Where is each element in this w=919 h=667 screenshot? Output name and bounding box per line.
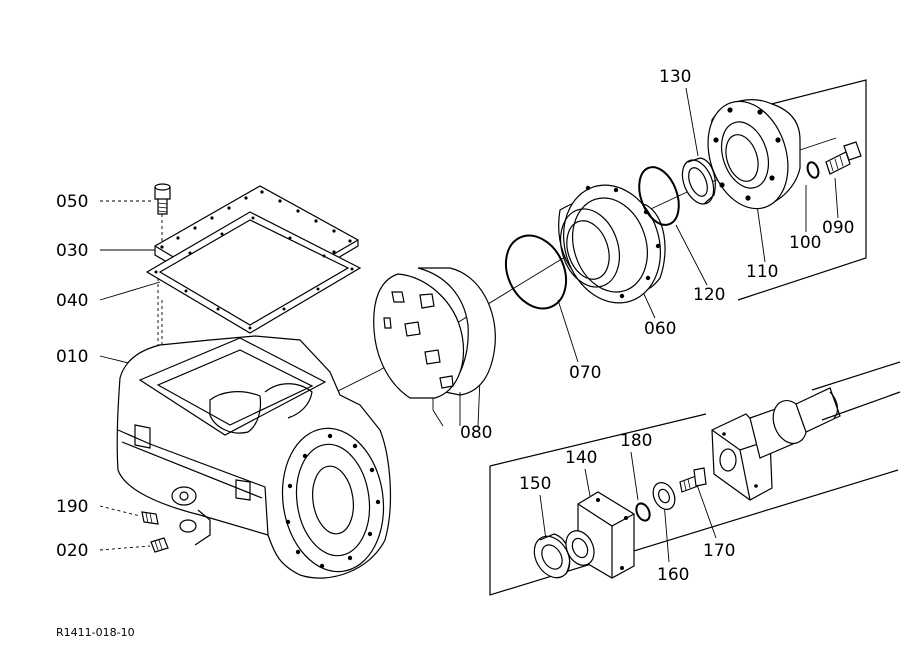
part-label-110: 110 (746, 262, 778, 282)
part-label-050: 050 (56, 192, 88, 212)
flange-110 (707, 99, 801, 210)
housing-flange-holes (285, 433, 381, 569)
drive-shaft-assembly (711, 361, 901, 501)
part-label-120: 120 (693, 285, 725, 305)
part-label-140: 140 (565, 448, 597, 468)
part-label-030: 030 (56, 241, 88, 261)
part-label-090: 090 (822, 218, 854, 238)
seal-130 (681, 157, 716, 205)
part-label-070: 070 (569, 363, 601, 383)
part-label-040: 040 (56, 291, 88, 311)
washer-100 (806, 161, 820, 179)
plug-020 (150, 537, 169, 553)
plug-190 (141, 511, 159, 525)
part-label-130: 130 (659, 67, 691, 87)
part-label-170: 170 (703, 541, 735, 561)
seal-160 (652, 482, 676, 510)
part-label-010: 010 (56, 347, 88, 367)
o-ring-180 (635, 502, 651, 522)
output-group-frame (489, 413, 899, 596)
o-ring-120 (638, 166, 680, 226)
part-label-150: 150 (519, 474, 551, 494)
part-label-160: 160 (657, 565, 689, 585)
bolt-170 (679, 467, 707, 493)
axle-group-frame (737, 79, 867, 301)
output-housing-140 (565, 491, 635, 579)
part-label-080: 080 (460, 423, 492, 443)
gasket-040 (145, 211, 362, 392)
part-label-100: 100 (789, 233, 821, 253)
seal-150 (533, 533, 571, 579)
part-label-060: 060 (644, 319, 676, 339)
part-label-190: 190 (56, 497, 88, 517)
housing-010 (116, 335, 392, 579)
o-ring-070 (504, 234, 568, 310)
shims-080 (373, 267, 496, 410)
part-label-180: 180 (620, 431, 652, 451)
bolt-050 (154, 183, 171, 250)
bearing-case-060 (558, 184, 666, 304)
bolt-090 (825, 141, 862, 175)
drawing-reference-number: R1411-018-10 (56, 626, 135, 639)
part-label-020: 020 (56, 541, 88, 561)
